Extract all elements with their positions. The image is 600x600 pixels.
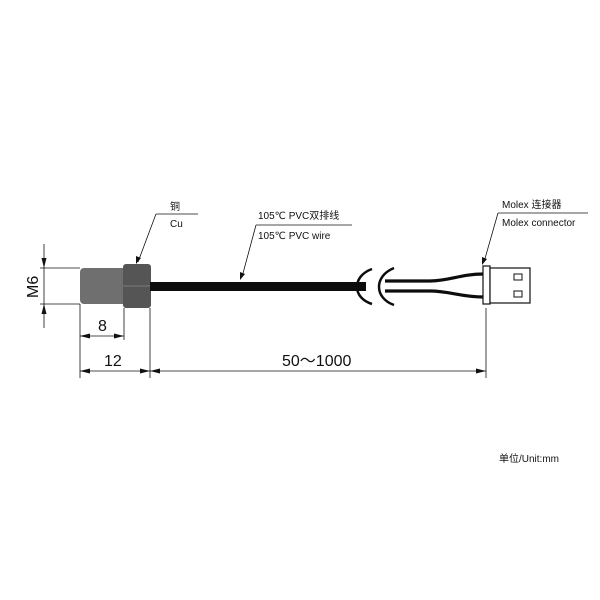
dimension-thread-value: M6 xyxy=(25,276,42,298)
leader-wire: 105℃ PVC双排线 105℃ PVC wire xyxy=(240,209,352,280)
wire-upper xyxy=(385,272,485,283)
connector-pin-1 xyxy=(513,273,523,281)
label-material-cn: 铜 xyxy=(170,201,180,213)
dimension-nut: 8 xyxy=(79,304,125,378)
connector-pin-2 xyxy=(513,290,523,298)
label-wire-en: 105℃ PVC wire xyxy=(258,231,331,242)
label-material-en: Cu xyxy=(170,219,183,230)
label-connector-cn: Molex 连接器 xyxy=(502,198,561,211)
label-connector-en: Molex connector xyxy=(502,218,576,229)
connector-housing xyxy=(489,267,531,304)
cable-break-left xyxy=(355,267,373,306)
dimension-probe-value: 12 xyxy=(104,353,122,370)
dimension-nut-value: 8 xyxy=(98,318,107,335)
cable xyxy=(150,266,485,307)
dimension-cable: 50～1000 xyxy=(150,308,487,378)
molex-connector xyxy=(482,265,531,305)
cable-left-segment xyxy=(150,282,366,291)
probe-assembly xyxy=(80,264,151,308)
label-wire-cn: 105℃ PVC双排线 xyxy=(258,209,339,222)
dimension-cable-value: 50～1000 xyxy=(282,353,351,370)
probe-body xyxy=(80,268,126,304)
dimension-probe: 12 xyxy=(80,308,151,378)
leader-connector: Molex 连接器 Molex connector xyxy=(482,198,588,265)
wire-lower xyxy=(385,289,485,299)
connector-flange xyxy=(482,265,491,305)
unit-label: 单位/Unit:mm xyxy=(499,452,559,465)
dimension-thread: M6 xyxy=(25,244,80,328)
leader-material: 铜 Cu xyxy=(136,201,198,264)
cable-break-right xyxy=(377,266,395,307)
